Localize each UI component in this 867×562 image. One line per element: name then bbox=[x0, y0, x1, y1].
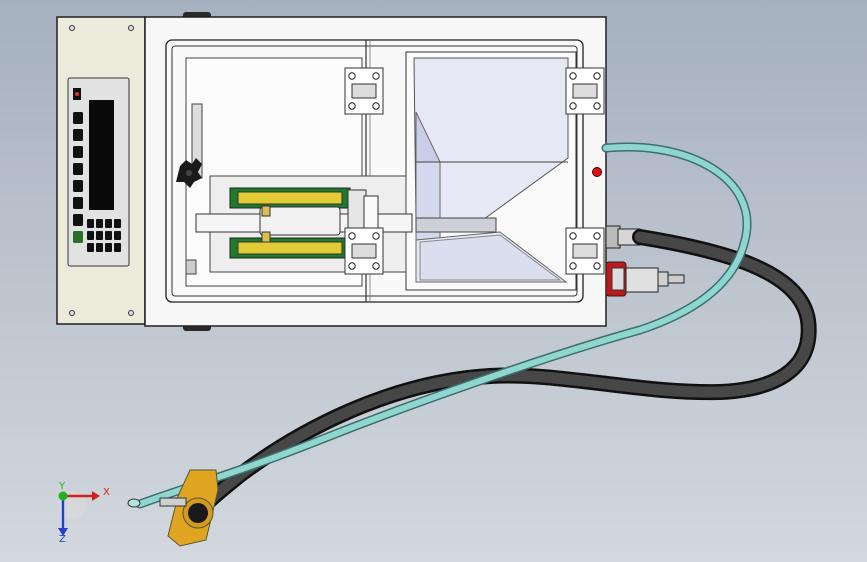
cylinder bbox=[259, 206, 341, 236]
hopper-shaft bbox=[415, 217, 497, 233]
hinge-bottom-center bbox=[344, 227, 384, 275]
triad-z-label: Z bbox=[59, 534, 66, 545]
hinge-top-center bbox=[344, 67, 384, 115]
controller-side-key[interactable] bbox=[73, 146, 83, 158]
controller-side-key[interactable] bbox=[73, 129, 83, 141]
panel-screw-icon bbox=[69, 310, 75, 316]
connector-plug[interactable] bbox=[605, 261, 685, 297]
hinge-bottom-right bbox=[565, 227, 605, 275]
valve-handle[interactable] bbox=[127, 469, 219, 547]
keypad-key[interactable] bbox=[87, 219, 94, 228]
power-led-icon bbox=[75, 92, 79, 96]
panel-screw-icon bbox=[69, 25, 75, 31]
triad-y-label: Y bbox=[58, 481, 66, 492]
triad-x-label: X bbox=[103, 487, 110, 498]
keypad-key[interactable] bbox=[96, 231, 103, 240]
controller-keypad[interactable] bbox=[87, 219, 121, 252]
keypad-key[interactable] bbox=[105, 231, 112, 240]
controller-side-key[interactable] bbox=[73, 180, 83, 192]
keypad-key[interactable] bbox=[114, 231, 121, 240]
star-knob-icon[interactable] bbox=[176, 158, 202, 188]
hinge-top-right bbox=[565, 67, 605, 115]
keypad-key[interactable] bbox=[96, 243, 103, 252]
panel-screw-icon bbox=[128, 25, 134, 31]
controller-side-key[interactable] bbox=[73, 197, 83, 209]
keypad-key[interactable] bbox=[105, 243, 112, 252]
keypad-key[interactable] bbox=[105, 219, 112, 228]
coordinate-triad: X Y Z bbox=[58, 481, 110, 545]
keypad-key[interactable] bbox=[114, 219, 121, 228]
controller-side-keys[interactable] bbox=[73, 112, 83, 243]
controller-side-key[interactable] bbox=[73, 231, 83, 243]
controller-display bbox=[89, 100, 114, 210]
keypad-key[interactable] bbox=[114, 243, 121, 252]
keypad-key[interactable] bbox=[87, 243, 94, 252]
controller-side-key[interactable] bbox=[73, 112, 83, 124]
status-led-icon bbox=[592, 167, 602, 177]
keypad-key[interactable] bbox=[87, 231, 94, 240]
controller-side-key[interactable] bbox=[73, 214, 83, 226]
inner-frame bbox=[171, 45, 578, 297]
controller-side-key[interactable] bbox=[73, 163, 83, 175]
panel-screw-icon bbox=[128, 310, 134, 316]
keypad-key[interactable] bbox=[96, 219, 103, 228]
